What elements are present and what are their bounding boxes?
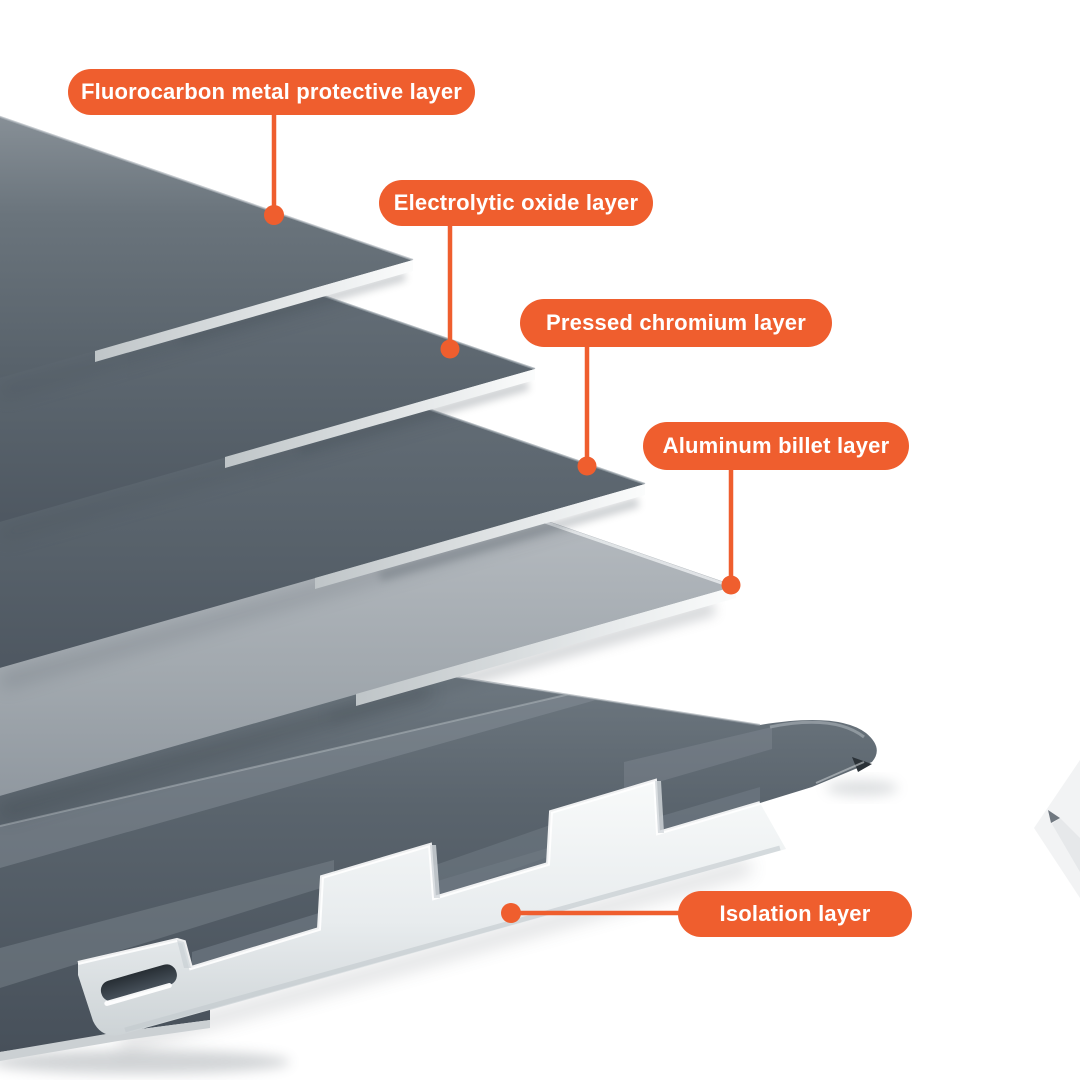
channel-wedge: [658, 787, 760, 833]
fragment-wedge: [1034, 760, 1080, 898]
isolation-front-face: [78, 781, 786, 1036]
sheet-fluorocarbon: [0, 115, 414, 378]
panel-ground-shadow: [118, 859, 752, 1052]
oxide-underside-edge: [225, 369, 535, 468]
channel-wedge: [434, 848, 548, 898]
right-edge-fragment: [1034, 760, 1080, 898]
fragment-shading: [1052, 818, 1080, 872]
hem-fold-highlight: [769, 720, 865, 739]
billet-cast-shadow: [328, 601, 716, 725]
hem-underlip-notch: [852, 757, 872, 772]
rib-stripe: [0, 860, 334, 988]
fragment-tip: [1048, 810, 1060, 823]
leader-dot-billet: [721, 575, 741, 595]
leader-dot-fluorocarbon: [264, 205, 284, 225]
fluorocarbon-cast-shadow: [178, 271, 407, 345]
channel-wedge: [192, 913, 319, 968]
leader-dots: [264, 205, 741, 923]
rib-ridge-line: [0, 687, 597, 827]
label-aluminum-billet-layer: Aluminum billet layer: [643, 422, 909, 470]
label-fluorocarbon-layer: Fluorocarbon metal protective layer: [68, 69, 475, 115]
fluorocarbon-top-edge-highlight: [0, 115, 414, 261]
keyway-slot: [100, 964, 177, 1006]
chromium-underside-edge: [315, 484, 645, 589]
panel-back-edge-highlight: [429, 672, 761, 726]
leader-dot-isolation: [501, 903, 521, 923]
face-step-shading: [655, 781, 664, 833]
billet-underside-edge: [356, 586, 736, 706]
face-bottom-shading: [124, 845, 781, 1033]
fluorocarbon-underside-edge: [95, 260, 413, 362]
rib-stripe: [0, 688, 596, 868]
rib-stripe: [624, 727, 772, 792]
panel-left-shadow: [0, 1050, 290, 1074]
hem-shadow: [826, 780, 898, 796]
label-electrolytic-oxide-layer: Electrolytic oxide layer: [379, 180, 653, 226]
face-step-shading: [177, 940, 191, 968]
fluorocarbon-face: [0, 116, 413, 378]
hem-bottom-highlight: [815, 761, 865, 784]
keyway-lip-highlight: [104, 983, 172, 1006]
keyway-opening: [100, 964, 177, 1002]
label-isolation-layer: Isolation layer: [678, 891, 912, 937]
leader-lines: [271, 110, 734, 916]
leader-dot-chromium: [577, 456, 597, 476]
label-pressed-chromium-layer: Pressed chromium layer: [520, 299, 832, 347]
face-step-shading: [430, 845, 440, 898]
panel-bottom-edge-highlight: [0, 1020, 210, 1061]
chromium-cast-shadow: [378, 497, 640, 581]
oxide-cast-shadow: [298, 380, 530, 455]
panel-rib-stripes: [0, 681, 772, 988]
leader-dot-oxide: [440, 339, 460, 359]
